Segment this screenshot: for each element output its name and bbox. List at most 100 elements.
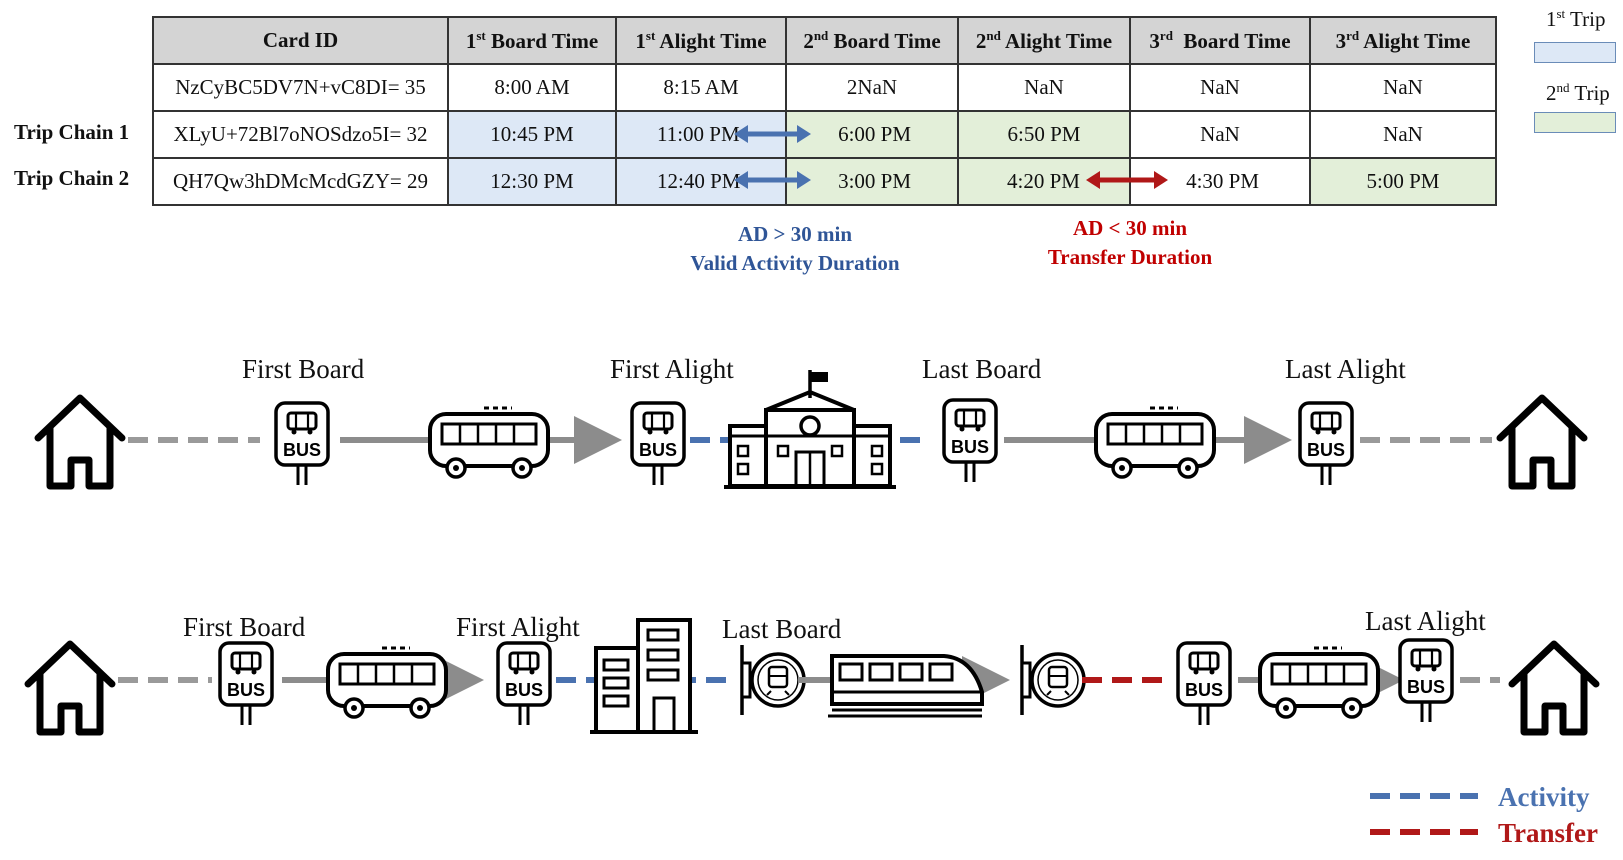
table-transfer-arrow: [1086, 171, 1168, 189]
header-3rd-alight: 3rd Alight Time: [1309, 16, 1497, 65]
table-row: NzCyBC5DV7N+vC8DI= 35 8:00 AM 8:15 AM 2N…: [152, 63, 1497, 112]
d1-last-alight-bus-stop-icon: [1298, 401, 1354, 487]
table-cell: 3:00 PM: [785, 157, 959, 206]
table-activity-arrow-2: [734, 171, 811, 189]
header-1st-board: 1st Board Time: [447, 16, 617, 65]
d2-office-building-icon: [590, 618, 698, 734]
d1-bus-icon-2: [1094, 406, 1216, 479]
header-num: 2: [803, 28, 814, 53]
table-cell: NaN: [1129, 63, 1311, 112]
header-text: Board Time: [1172, 28, 1291, 53]
d1-last-board-bus-stop-icon: [942, 398, 998, 484]
header-sup: nd: [813, 27, 829, 43]
d1-first-alight-label: First Alight: [610, 354, 734, 384]
d1-last-alight-label: Last Alight: [1285, 354, 1406, 384]
trip-table: Card ID 1st Board Time 1st Alight Time 2…: [152, 16, 1497, 206]
table-cell: 6:50 PM: [957, 110, 1131, 159]
header-sup: st: [476, 27, 486, 43]
header-2nd-board: 2nd Board Time: [785, 16, 959, 65]
legend-text: Trip: [1569, 81, 1610, 105]
header-num: 1: [465, 28, 477, 53]
table-cell: 12:30 PM: [447, 157, 617, 206]
header-num: 1: [635, 28, 646, 53]
d2-bus-icon-1: [326, 646, 448, 719]
d2-home-start-icon: [28, 644, 112, 732]
d2-first-alight-label: First Alight: [456, 612, 580, 642]
legend-first-trip-swatch: [1534, 42, 1616, 63]
header-sup: st: [645, 27, 656, 43]
header-text: Board Time: [485, 28, 599, 53]
table-cell: 10:45 PM: [447, 110, 617, 159]
header-sup: nd: [986, 27, 1001, 43]
d2-transfer-bus-stop-icon: [1176, 641, 1232, 727]
header-1st-alight: 1st Alight Time: [615, 16, 787, 65]
d2-last-alight-label: Last Alight: [1365, 606, 1486, 636]
table-cell: 2NaN: [785, 63, 959, 112]
transfer-note: AD < 30 min Transfer Duration: [1030, 216, 1230, 270]
header-sup: rd: [1346, 27, 1360, 43]
table-cell: 8:15 AM: [615, 63, 787, 112]
cell-text: 4:20 PM: [1007, 169, 1080, 193]
header-num: 3: [1335, 28, 1347, 53]
table-cell: 8:00 AM: [447, 63, 617, 112]
d2-first-board-label: First Board: [183, 612, 306, 642]
cell-text: 3:00 PM: [838, 169, 911, 193]
header-text: Alight Time: [1359, 28, 1471, 53]
legend-sup: st: [1556, 6, 1566, 21]
row-label-trip-chain-2: Trip Chain 2: [14, 166, 130, 190]
d2-last-board-label: Last Board: [722, 614, 842, 644]
table-activity-arrow-1: [734, 125, 811, 143]
legend-second-trip-label: 2nd Trip: [1546, 80, 1610, 106]
table-cell: 5:00 PM: [1309, 157, 1497, 206]
header-text: Card ID: [262, 28, 339, 52]
d2-train-alight-station-icon: [1020, 643, 1086, 717]
d2-bus-icon-2: [1258, 646, 1380, 719]
d2-train-icon: [828, 654, 984, 718]
d1-school-icon: [724, 370, 896, 489]
header-2nd-alight: 2nd Alight Time: [957, 16, 1131, 65]
d1-first-alight-bus-stop-icon: [630, 401, 686, 487]
header-text: Alight Time: [1000, 28, 1113, 53]
d2-last-alight-bus-stop-icon: [1398, 638, 1454, 724]
d1-last-board-label: Last Board: [922, 354, 1042, 384]
header-sup: rd: [1159, 27, 1173, 43]
activity-note: AD > 30 min Valid Activity Duration: [680, 222, 910, 276]
row-label-trip-chain-1: Trip Chain 1: [14, 120, 130, 144]
legend-num: 2: [1546, 81, 1557, 105]
d2-first-board-bus-stop-icon: [218, 641, 274, 727]
d2-home-end-icon: [1512, 644, 1596, 732]
header-text: Board Time: [828, 28, 941, 53]
transfer-note-line1: AD < 30 min: [1072, 216, 1188, 240]
cell-text: 6:00 PM: [838, 122, 911, 146]
legend-first-trip-label: 1st Trip: [1546, 6, 1605, 32]
header-num: 3: [1149, 28, 1160, 53]
header-text: Alight Time: [655, 28, 767, 53]
legend-text: Trip: [1565, 7, 1606, 31]
d1-home-end-icon: [1500, 398, 1584, 486]
table-cell: NzCyBC5DV7N+vC8DI= 35: [152, 63, 449, 112]
table-row: QH7Qw3hDMcMcdGZY= 29 12:30 PM 12:40 PM 3…: [152, 157, 1497, 206]
legend-sup: nd: [1556, 80, 1570, 95]
cell-text: 4:30 PM: [1186, 169, 1259, 193]
transfer-note-line2: Transfer Duration: [1047, 245, 1213, 269]
table-cell: NaN: [957, 63, 1131, 112]
table-cell: NaN: [1129, 110, 1311, 159]
cell-text: 11:00 PM: [657, 122, 740, 146]
cell-text: 12:40 PM: [657, 169, 741, 193]
d1-home-start-icon: [38, 398, 122, 486]
table-cell: QH7Qw3hDMcMcdGZY= 29: [152, 157, 449, 206]
table-cell: NaN: [1309, 110, 1497, 159]
header-card-id: Card ID: [152, 16, 449, 65]
table-cell: 6:00 PM: [785, 110, 959, 159]
legend-second-trip-swatch: [1534, 112, 1616, 133]
table-cell: NaN: [1309, 63, 1497, 112]
key-activity-label: Activity: [1498, 782, 1590, 812]
table-header-row: Card ID 1st Board Time 1st Alight Time 2…: [152, 16, 1497, 65]
d1-bus-icon-1: [428, 406, 550, 479]
d1-first-board-bus-stop-icon: [274, 401, 330, 487]
header-num: 2: [975, 28, 987, 53]
activity-note-line2: Valid Activity Duration: [690, 251, 900, 275]
d1-first-board-label: First Board: [242, 354, 365, 384]
d2-first-alight-bus-stop-icon: [496, 641, 552, 727]
